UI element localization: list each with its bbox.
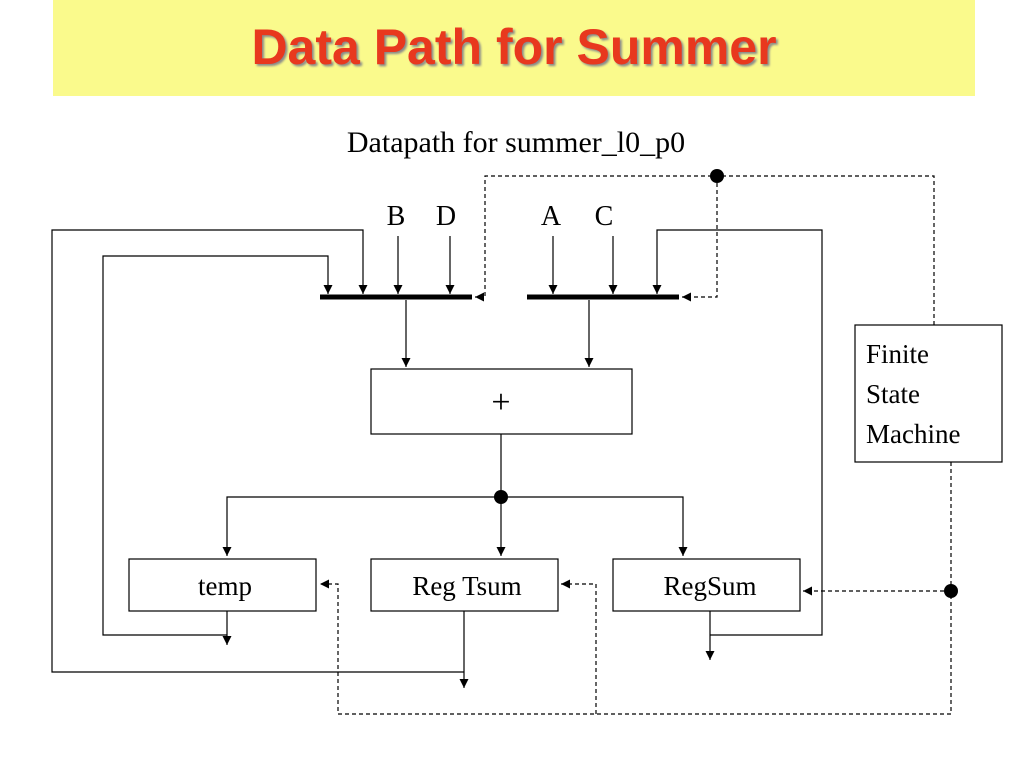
fsm-label-line2: State bbox=[866, 379, 920, 409]
regsum-feedback-wire bbox=[652, 229, 823, 636]
input-label-d: D bbox=[436, 201, 456, 232]
adder-block bbox=[370, 368, 633, 435]
adder-label: + bbox=[491, 384, 510, 421]
reg-tsum-feedback-wire bbox=[51, 229, 464, 673]
control-bottom-bus bbox=[320, 579, 951, 715]
control-reg-tsum-wire bbox=[561, 579, 597, 714]
title-banner: Data Path for Summer bbox=[53, 0, 975, 96]
input-label-c: C bbox=[595, 201, 614, 232]
temp-feedback-wire bbox=[102, 255, 333, 636]
register-temp-label: temp bbox=[198, 571, 252, 601]
fsm-control-top-wire bbox=[475, 175, 935, 325]
slide-title: Data Path for Summer bbox=[251, 19, 777, 75]
input-label-a: A bbox=[541, 201, 562, 232]
control-right-mux-wire bbox=[682, 176, 718, 302]
fsm-block bbox=[854, 324, 1003, 463]
wire-to-regsum bbox=[501, 496, 688, 556]
diagram-caption: Datapath for summer_l0_p0 bbox=[347, 126, 685, 159]
register-regsum bbox=[612, 558, 801, 612]
register-reg-tsum-label: Reg Tsum bbox=[412, 571, 521, 601]
wire-to-temp bbox=[222, 496, 501, 556]
register-regsum-label: RegSum bbox=[663, 571, 756, 601]
fsm-label-line3: Machine bbox=[866, 419, 960, 449]
fsm-label-line1: Finite bbox=[866, 339, 929, 369]
register-temp bbox=[128, 558, 317, 612]
input-label-b: B bbox=[387, 201, 406, 232]
